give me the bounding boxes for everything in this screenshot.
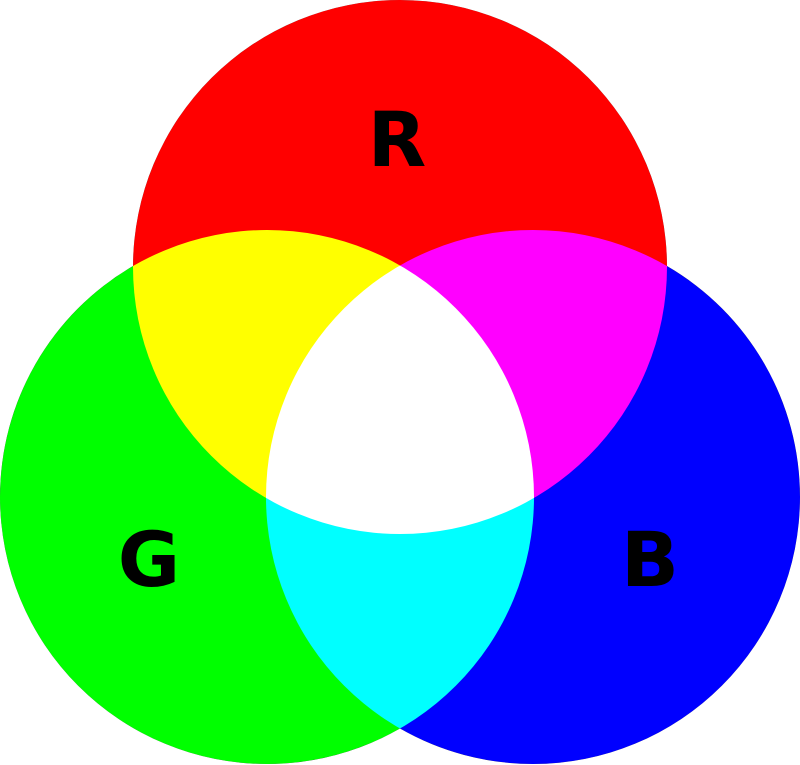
label-green: G: [118, 515, 180, 604]
label-blue: B: [621, 515, 679, 604]
label-red: R: [368, 95, 427, 184]
blue-circle: [266, 230, 800, 764]
